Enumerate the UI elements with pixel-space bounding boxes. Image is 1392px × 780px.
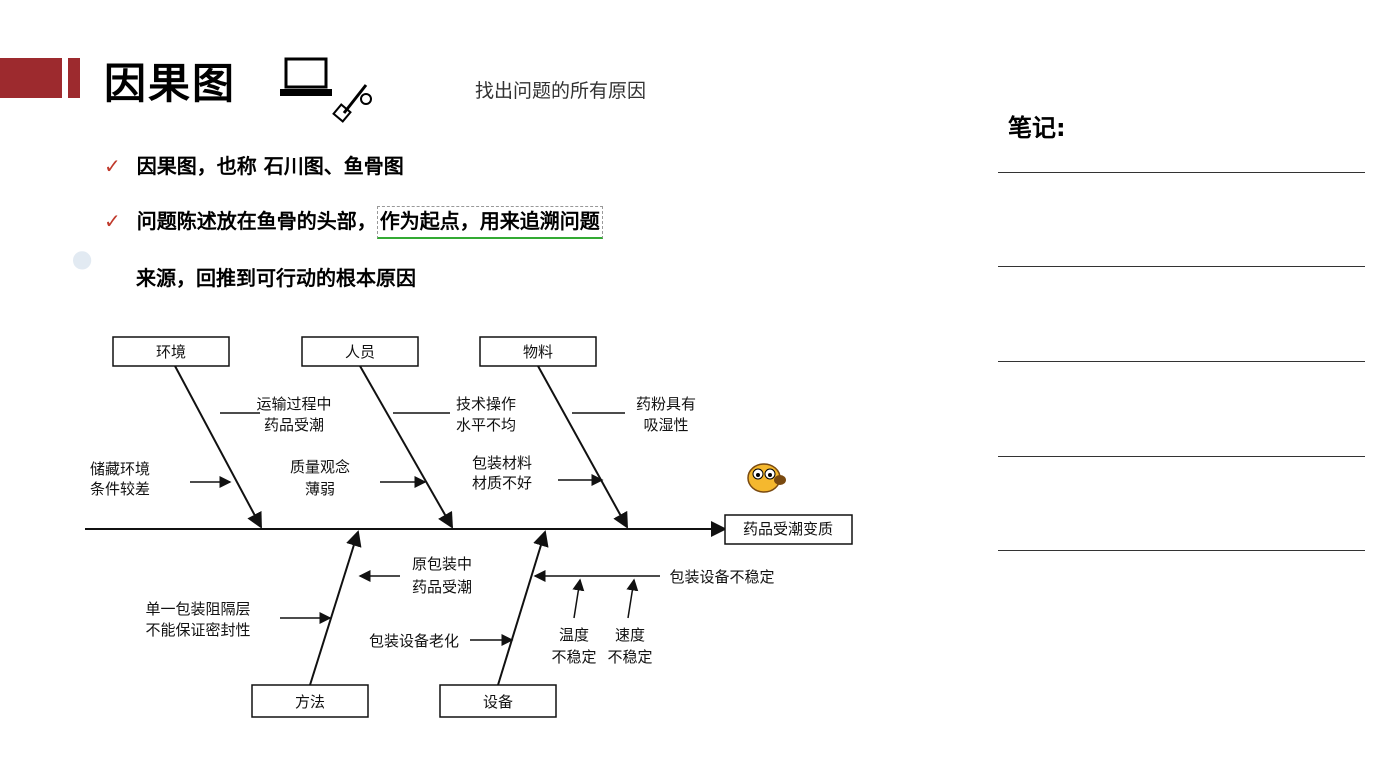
laptop-tools-icon xyxy=(280,57,372,123)
page-subtitle: 找出问题的所有原因 xyxy=(475,80,647,102)
cause-text: 储藏环境 xyxy=(90,460,150,478)
category-environment: 环境 xyxy=(156,343,186,361)
notes-label: 笔记: xyxy=(1008,114,1066,142)
note-line xyxy=(998,266,1365,267)
cause-text: 运输过程中 xyxy=(256,395,331,413)
category-box xyxy=(112,336,230,367)
category-box xyxy=(251,684,369,718)
bone xyxy=(359,365,453,529)
bullet-2: ✓问题陈述放在鱼骨的头部，作为起点，用来追溯问题 xyxy=(104,205,603,239)
title-accent-stripe xyxy=(68,58,80,98)
category-material: 物料 xyxy=(523,343,553,361)
note-line xyxy=(998,361,1365,362)
cause-arrow xyxy=(626,578,639,619)
cause-text: 条件较差 xyxy=(90,480,150,498)
cause-text: 水平不均 xyxy=(456,416,516,434)
cause-text: 不能保证密封性 xyxy=(145,621,250,639)
bone xyxy=(497,530,549,686)
cause-text: 不稳定 xyxy=(551,648,596,666)
page-title: 因果图 xyxy=(104,59,237,108)
cause-text: 材质不好 xyxy=(472,474,532,492)
cause-text: 温度 xyxy=(559,626,589,644)
cause-text: 吸湿性 xyxy=(643,416,688,434)
cause-text: 原包装中 xyxy=(412,555,472,573)
cause-text: 药品受潮 xyxy=(412,578,472,596)
cause-text: 药品受潮 xyxy=(264,416,324,434)
head-box xyxy=(724,514,853,545)
cause-text: 包装材料 xyxy=(472,454,532,472)
cause-text: 技术操作 xyxy=(456,395,516,413)
bullet-2-continued: 来源，回推到可行动的根本原因 xyxy=(136,266,416,290)
check-icon: ✓ xyxy=(104,209,121,233)
cause-text: 速度 xyxy=(615,626,645,644)
head-label: 药品受潮变质 xyxy=(743,520,833,538)
cause-text: 质量观念 xyxy=(290,458,350,476)
note-line xyxy=(998,172,1365,173)
cause-text: 不稳定 xyxy=(607,648,652,666)
note-line xyxy=(998,550,1365,551)
cause-text: 薄弱 xyxy=(305,480,335,498)
category-box xyxy=(479,336,597,367)
category-method: 方法 xyxy=(295,693,325,711)
cartoon-sticker-icon xyxy=(747,463,786,493)
category-box xyxy=(439,684,557,718)
cause-text: 包装设备老化 xyxy=(369,632,459,650)
watermark: · xyxy=(60,180,105,343)
bone xyxy=(309,530,362,686)
bullet-1: ✓因果图，也称 石川图、鱼骨图 xyxy=(104,154,404,178)
highlighted-text: 作为起点，用来追溯问题 xyxy=(376,206,603,239)
cause-text: 药粉具有 xyxy=(636,395,696,413)
title-accent-block xyxy=(0,58,62,98)
cause-text: 包装设备不稳定 xyxy=(669,568,774,586)
cause-arrow xyxy=(572,578,585,619)
bone xyxy=(174,365,262,529)
bone xyxy=(537,365,628,529)
fishbone-diagram: 药品受潮变质 环境 人员 物料 方法 设备 运输过程中 药品受潮 储藏环境 条件… xyxy=(85,336,853,718)
cause-text: 单一包装阻隔层 xyxy=(145,600,250,618)
check-icon: ✓ xyxy=(104,154,121,178)
category-people: 人员 xyxy=(345,343,375,361)
note-line xyxy=(998,456,1365,457)
category-equipment: 设备 xyxy=(483,693,513,711)
